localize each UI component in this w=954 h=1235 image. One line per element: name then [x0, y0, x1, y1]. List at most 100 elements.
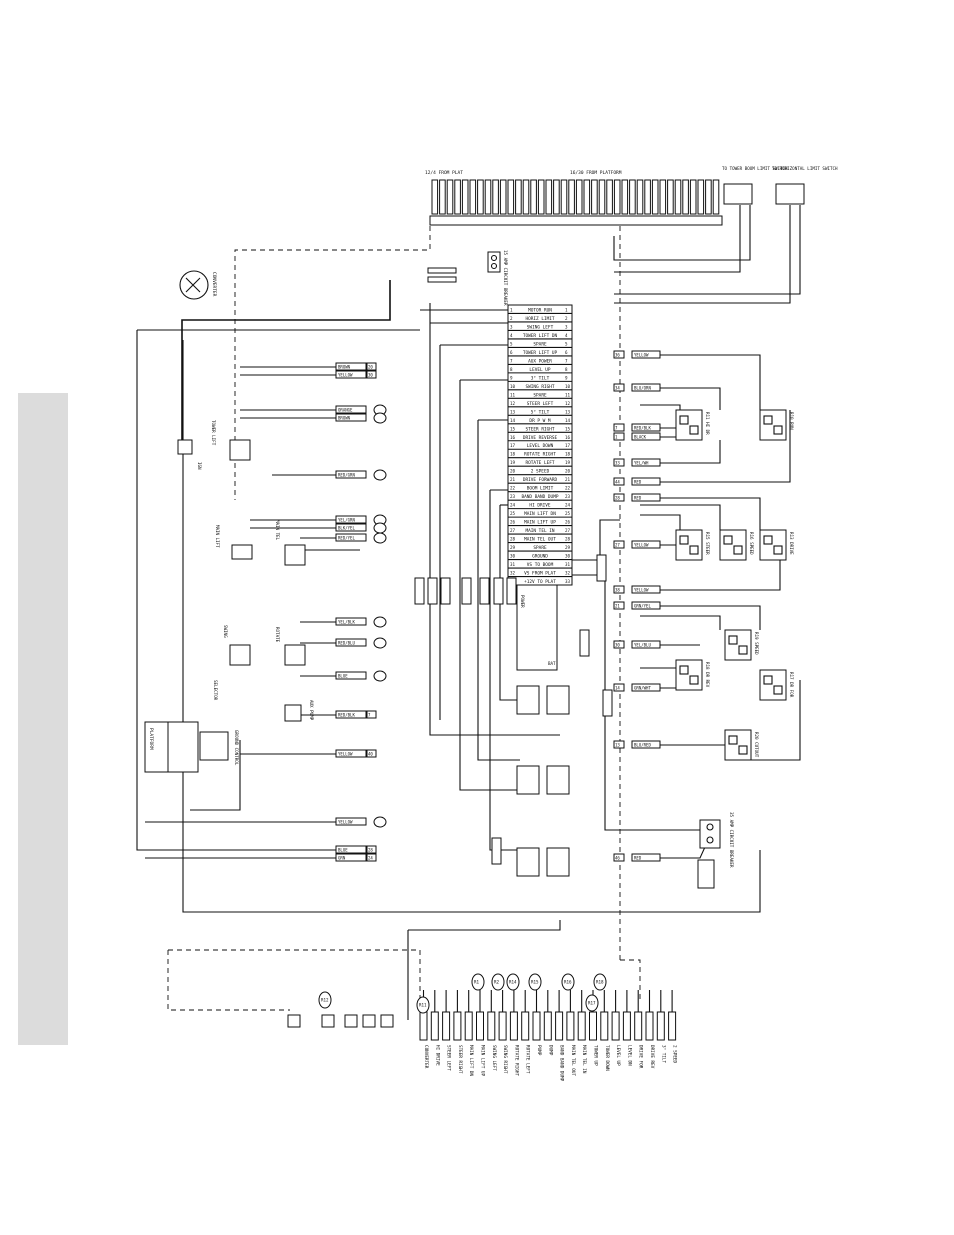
- harness-wire: [697, 179, 705, 215]
- relay-ref-label: R2: [494, 980, 500, 985]
- harness-wire: [446, 179, 454, 215]
- terminal-number: 17: [510, 443, 516, 448]
- wire-tag-color: RED/BLK: [338, 713, 355, 718]
- wire-tag: [335, 671, 367, 680]
- relay-label: R11 HI DR: [705, 412, 710, 435]
- harness-wire: [522, 179, 530, 215]
- relay-pin: [728, 735, 738, 745]
- terminal-label: LEVEL UP: [529, 367, 551, 373]
- main-tel-label: MAIN TEL: [275, 520, 280, 541]
- terminal-label: LEVEL DOWN: [527, 443, 554, 449]
- wire-tag-color: YEL/WH: [634, 461, 649, 466]
- ground-control-label: GROUND CONTROL: [234, 730, 239, 766]
- terminal-number: 32: [510, 571, 516, 576]
- wire-tag-number-box: [366, 853, 377, 862]
- terminal-number: 19: [565, 460, 571, 465]
- terminal-number: 9: [565, 375, 568, 380]
- terminal-label: TOWER LIFT UP: [523, 350, 558, 356]
- wire-tag-color: BLK/YEL: [338, 526, 355, 531]
- relay-ref-label: R1: [474, 980, 480, 985]
- terminal-number: 22: [565, 486, 571, 491]
- bottom-wire-label: DRIVE REV: [649, 1045, 655, 1069]
- bat-label: BAT: [548, 661, 556, 666]
- wire-tag-number-box: [613, 853, 625, 862]
- relay-ref-bubble: [416, 996, 430, 1014]
- wire-tag-color: BLUE: [338, 674, 348, 679]
- wire-tag-color: RED: [634, 496, 642, 501]
- relay-ref-label: R17: [588, 1001, 596, 1006]
- harness-connector: [429, 215, 723, 226]
- terminal-number: 15: [510, 426, 516, 431]
- wire-tag-number-box: [613, 640, 625, 649]
- wire-tag-number: 7: [615, 426, 618, 431]
- relay-ref-bubble: [528, 973, 542, 991]
- wire-tag-number: 14: [615, 686, 620, 691]
- relay-label: R10 RUN: [789, 412, 794, 430]
- terminal-number: 27: [510, 528, 516, 533]
- terminal-label: STEER RIGHT: [525, 426, 554, 432]
- breaker-15a: 15 AMP CIRCUIT BREAKER: [427, 250, 508, 306]
- wire-tag: [335, 370, 367, 379]
- relay-r16: [719, 529, 747, 561]
- wire-tag-color: YELLOW: [338, 820, 353, 825]
- wire-ref-bubble: [373, 522, 387, 534]
- bottom-wire: [656, 1011, 665, 1041]
- horizontal-switch-plug: [775, 183, 805, 205]
- wire-tag-number: 1: [615, 435, 618, 440]
- left-wiring: IGN TOWER LIFT MAIN LIFT MAIN TEL SWING …: [136, 226, 761, 913]
- wire-tag: [631, 740, 661, 749]
- relay-ref-bubble: [561, 973, 575, 991]
- bottom-wire-label: LEVEL DN: [626, 1045, 632, 1066]
- label-from-plat-12: 12/4 FROM PLAT: [425, 170, 463, 176]
- wire-tag-number: 30: [368, 373, 373, 378]
- terminal-number: 31: [565, 562, 571, 567]
- top-harness: 12/4 FROM PLAT 16/30 FROM PLATFORM TO TO…: [425, 166, 838, 226]
- wire-tag-number-box: [613, 383, 625, 392]
- relay-ref-bubble: [593, 973, 607, 991]
- wire-tag-number-box: [613, 585, 625, 594]
- wire-tag-color: RED: [634, 856, 642, 861]
- relay-r3: [516, 847, 540, 877]
- relay-pin: [733, 545, 743, 555]
- harness-wire: [613, 179, 621, 215]
- wire-tag-color: BROWN: [338, 365, 351, 370]
- bottom-wire: [442, 1011, 451, 1041]
- relay-ref-bubble: [506, 973, 520, 991]
- terminal-label: MAIN LIFT UP: [524, 520, 556, 526]
- relay-r13: [759, 529, 787, 561]
- wire-tag-color: YELLOW: [338, 752, 353, 757]
- relay-ref-bubble: [491, 973, 505, 991]
- wire-tag: [335, 413, 367, 422]
- bottom-wire: [589, 1011, 597, 1041]
- wire-tag: [335, 749, 367, 758]
- wire-tag: [631, 423, 661, 432]
- wire-tag: [631, 853, 661, 862]
- harness-wire: [621, 179, 629, 215]
- terminal-number: 30: [565, 554, 571, 559]
- wire-tag: [335, 405, 367, 414]
- platform-label: PLATFORM: [148, 728, 154, 750]
- terminal-label: BOOM LIMIT: [527, 486, 554, 492]
- terminal-label: AUX POWER: [528, 358, 552, 364]
- wire-tag-color: BLU/RED: [634, 743, 651, 748]
- relay-r18: [675, 659, 703, 691]
- terminal-number: 10: [565, 384, 571, 389]
- wire-tag: [335, 853, 367, 862]
- bottom-wire-label: DUMP: [547, 1045, 553, 1056]
- bottom-wire: [668, 1011, 677, 1041]
- wire-tag-color: GRN: [338, 856, 346, 861]
- terminal-number: 30: [510, 554, 516, 559]
- wire-tag: [631, 350, 661, 359]
- bottom-wire-label: MAIN TEL OUT: [570, 1045, 576, 1076]
- terminal-label: SWING LEFT: [527, 324, 554, 330]
- terminal-number: 29: [510, 545, 516, 550]
- relay-r1: [516, 685, 540, 715]
- wire-tag-number-box: [366, 845, 377, 854]
- wire-tag: [335, 470, 367, 479]
- terminal-number: 21: [510, 477, 516, 482]
- bottom-wire-label: STEER LEFT: [446, 1045, 452, 1071]
- terminal-number: 18: [565, 452, 571, 457]
